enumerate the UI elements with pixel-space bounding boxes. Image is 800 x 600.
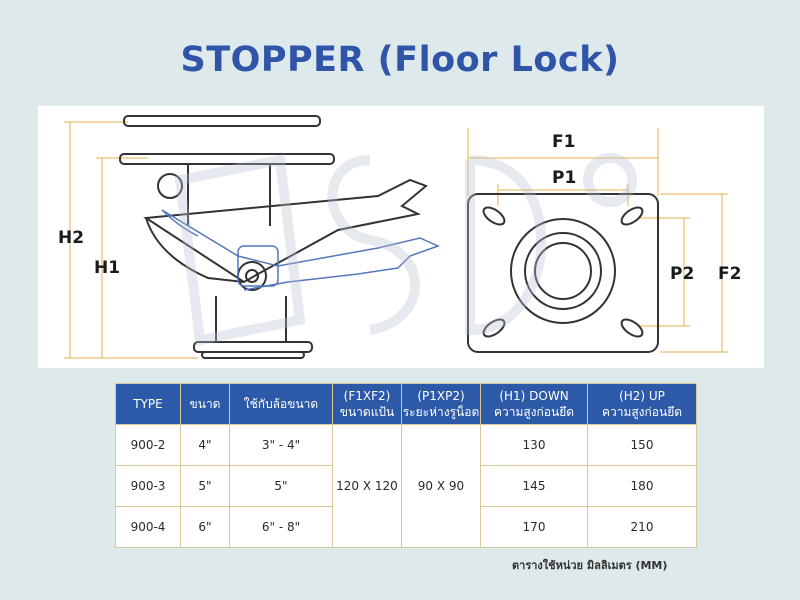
p2-label: P2 (670, 264, 695, 284)
table-row: 900-2 4" 3" - 4" 120 X 120 90 X 90 130 1… (115, 424, 697, 548)
cell-h1: 170 (480, 506, 588, 548)
header-plate: (F1XF2)ขนาดแป้น (332, 383, 402, 425)
header-size: ขนาด (180, 383, 230, 425)
cell-h2: 150 (587, 424, 697, 466)
cell-h1: 145 (480, 465, 588, 507)
cell-size: 6" (180, 506, 230, 548)
f1-label: F1 (552, 132, 576, 152)
cell-h1: 130 (480, 424, 588, 466)
header-type: TYPE (115, 383, 181, 425)
unit-note: ตารางใช้หน่วย มิลลิเมตร (MM) (512, 559, 668, 572)
spec-table: TYPE ขนาด ใช้กับล้อขนาด (F1XF2)ขนาดแป้น … (115, 383, 697, 548)
table-header-row: TYPE ขนาด ใช้กับล้อขนาด (F1XF2)ขนาดแป้น … (115, 383, 697, 425)
cell-type: 900-3 (115, 465, 181, 507)
h1-label: H1 (94, 258, 121, 278)
cell-h2: 180 (587, 465, 697, 507)
cell-plate: 120 X 120 (332, 424, 402, 548)
drawing-panel: H2 H1 F1 P1 P2 F2 (38, 106, 764, 368)
p1-label: P1 (552, 168, 577, 188)
h2-label: H2 (58, 228, 85, 248)
cell-wheel: 3" - 4" (229, 424, 333, 466)
cell-wheel: 5" (229, 465, 333, 507)
page-title: STOPPER (Floor Lock) (180, 40, 620, 80)
cell-bolt: 90 X 90 (401, 424, 481, 548)
caster-side-view (119, 115, 428, 359)
header-wheel: ใช้กับล้อขนาด (229, 383, 333, 425)
mounting-plate-top-view (467, 193, 659, 353)
dimension-lines (64, 121, 728, 359)
table-row: 900-4 6" 6" - 8" 170 210 (115, 506, 697, 548)
header-bolt: (P1XP2)ระยะห่างรูน็อต (401, 383, 481, 425)
lever-down-position (161, 209, 441, 291)
caster-drawing (64, 115, 728, 359)
f2-label: F2 (718, 264, 742, 284)
cell-wheel: 6" - 8" (229, 506, 333, 548)
table-row: 900-3 5" 5" 145 180 (115, 465, 697, 507)
cell-h2: 210 (587, 506, 697, 548)
cell-size: 4" (180, 424, 230, 466)
cell-size: 5" (180, 465, 230, 507)
cell-type: 900-4 (115, 506, 181, 548)
cell-type: 900-2 (115, 424, 181, 466)
